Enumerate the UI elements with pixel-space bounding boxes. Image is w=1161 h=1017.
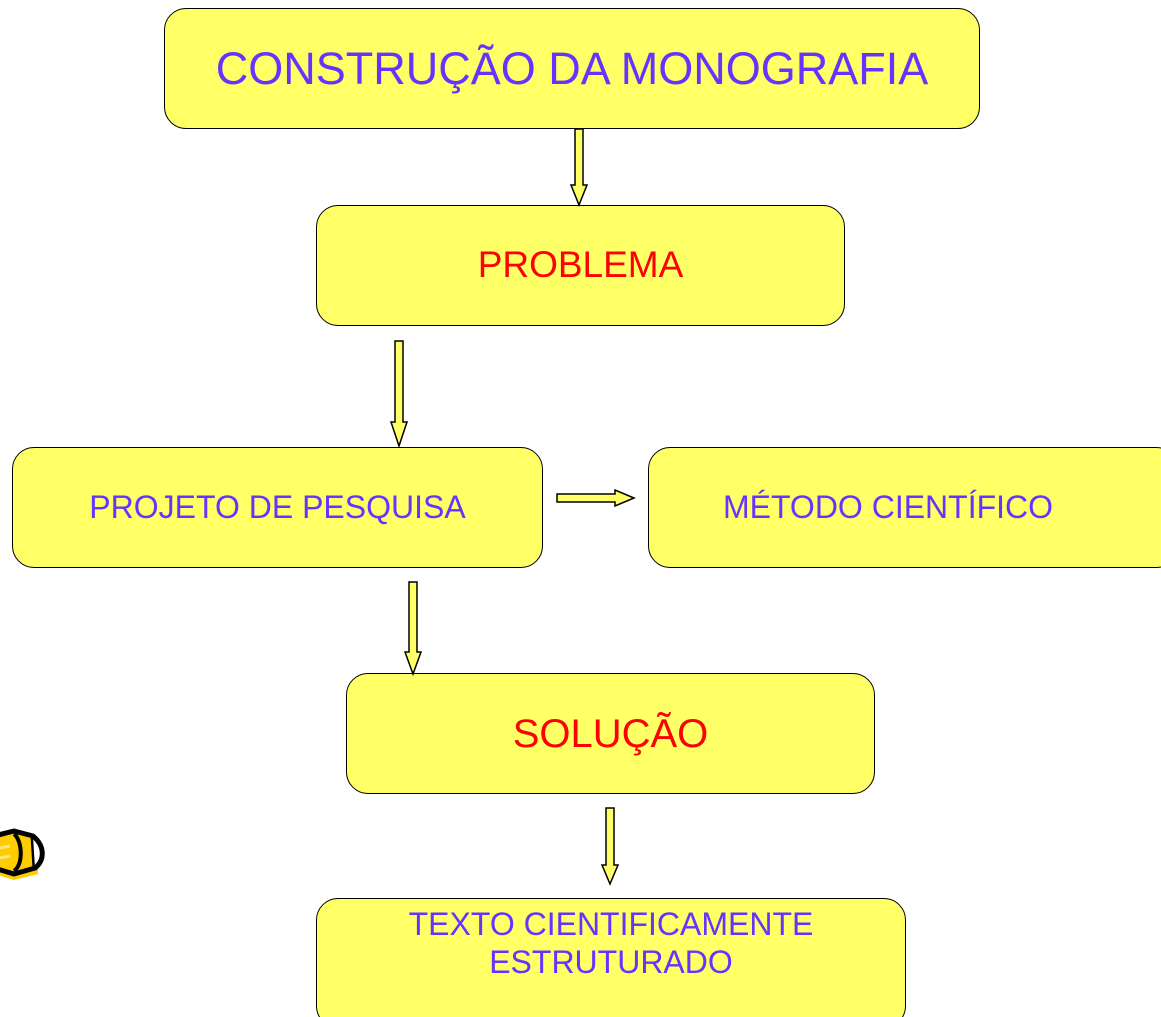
title-box: CONSTRUÇÃO DA MONOGRAFIA (164, 8, 980, 129)
title-label: CONSTRUÇÃO DA MONOGRAFIA (215, 42, 929, 94)
scientific-method-box: MÉTODO CIENTÍFICO (648, 447, 1161, 568)
research-project-box: PROJETO DE PESQUISA (12, 447, 543, 568)
problem-box: PROBLEMA (316, 205, 845, 326)
arrow-project-to-solution (403, 581, 423, 677)
arrow-project-to-method (556, 488, 636, 508)
pencil-icon (0, 828, 45, 880)
arrow-problem-to-project (389, 340, 409, 449)
arrow-title-to-problem (569, 128, 589, 208)
structured-text-line-2: ESTRUTURADO (489, 944, 733, 981)
structured-text-line-1: TEXTO CIENTIFICAMENTE (408, 906, 814, 942)
structured-text-label: TEXTO CIENTIFICAMENTE ESTRUTURADO (409, 905, 814, 982)
solution-label: SOLUÇÃO (512, 711, 709, 756)
arrow-solution-to-text (600, 807, 620, 886)
problem-label: PROBLEMA (477, 244, 684, 286)
scientific-method-label: MÉTODO CIENTÍFICO (722, 489, 1054, 526)
research-project-label: PROJETO DE PESQUISA (89, 489, 466, 526)
structured-text-box: TEXTO CIENTIFICAMENTE ESTRUTURADO (316, 898, 906, 1017)
solution-box: SOLUÇÃO (346, 673, 875, 794)
